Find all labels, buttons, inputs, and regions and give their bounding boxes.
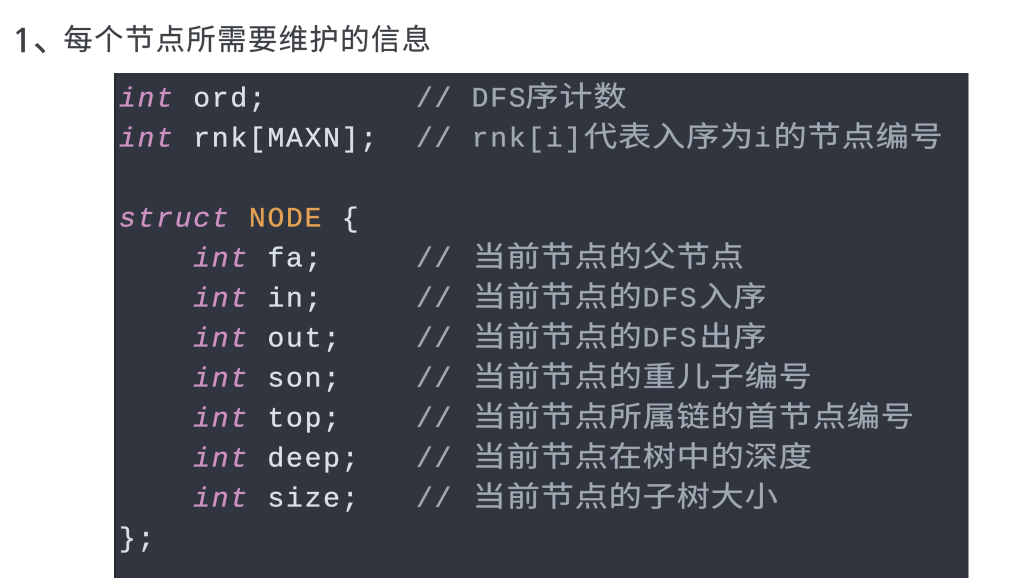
svg-text:int: int [193, 485, 249, 516]
svg-text:int: int [193, 445, 249, 476]
svg-text://: // [416, 125, 453, 156]
svg-text:ord;: ord; [193, 85, 267, 116]
svg-text:NODE: NODE [249, 205, 323, 236]
svg-text:DFS: DFS [472, 85, 528, 116]
svg-text:int: int [119, 85, 175, 116]
svg-text:rnk[i]: rnk[i] [472, 125, 583, 156]
svg-text:struct: struct [119, 205, 230, 236]
svg-text:son;: son; [267, 365, 341, 396]
svg-text:int: int [193, 325, 249, 356]
svg-text:int: int [193, 365, 249, 396]
svg-text://: // [416, 445, 453, 476]
svg-text:{: { [342, 205, 361, 236]
svg-text:in;: in; [267, 285, 323, 316]
svg-text:int: int [193, 405, 249, 436]
svg-text://: // [416, 85, 453, 116]
svg-text:rnk[MAXN];: rnk[MAXN]; [193, 125, 379, 156]
svg-text://: // [416, 245, 453, 276]
svg-text://: // [416, 405, 453, 436]
svg-text:int: int [193, 285, 249, 316]
svg-text:DFS: DFS [643, 325, 699, 356]
svg-text://: // [416, 485, 453, 516]
svg-text:};: }; [119, 525, 156, 556]
svg-text:deep;: deep; [267, 445, 360, 476]
svg-text://: // [416, 325, 453, 356]
svg-text://: // [416, 285, 453, 316]
svg-text:int: int [119, 125, 175, 156]
svg-text:int: int [193, 245, 249, 276]
svg-text:fa;: fa; [267, 245, 323, 276]
svg-text://: // [416, 365, 453, 396]
svg-text:DFS: DFS [643, 285, 699, 316]
svg-text:top;: top; [267, 405, 341, 436]
svg-text:out;: out; [267, 325, 341, 356]
svg-text:size;: size; [267, 485, 360, 516]
svg-text:i: i [754, 125, 773, 156]
